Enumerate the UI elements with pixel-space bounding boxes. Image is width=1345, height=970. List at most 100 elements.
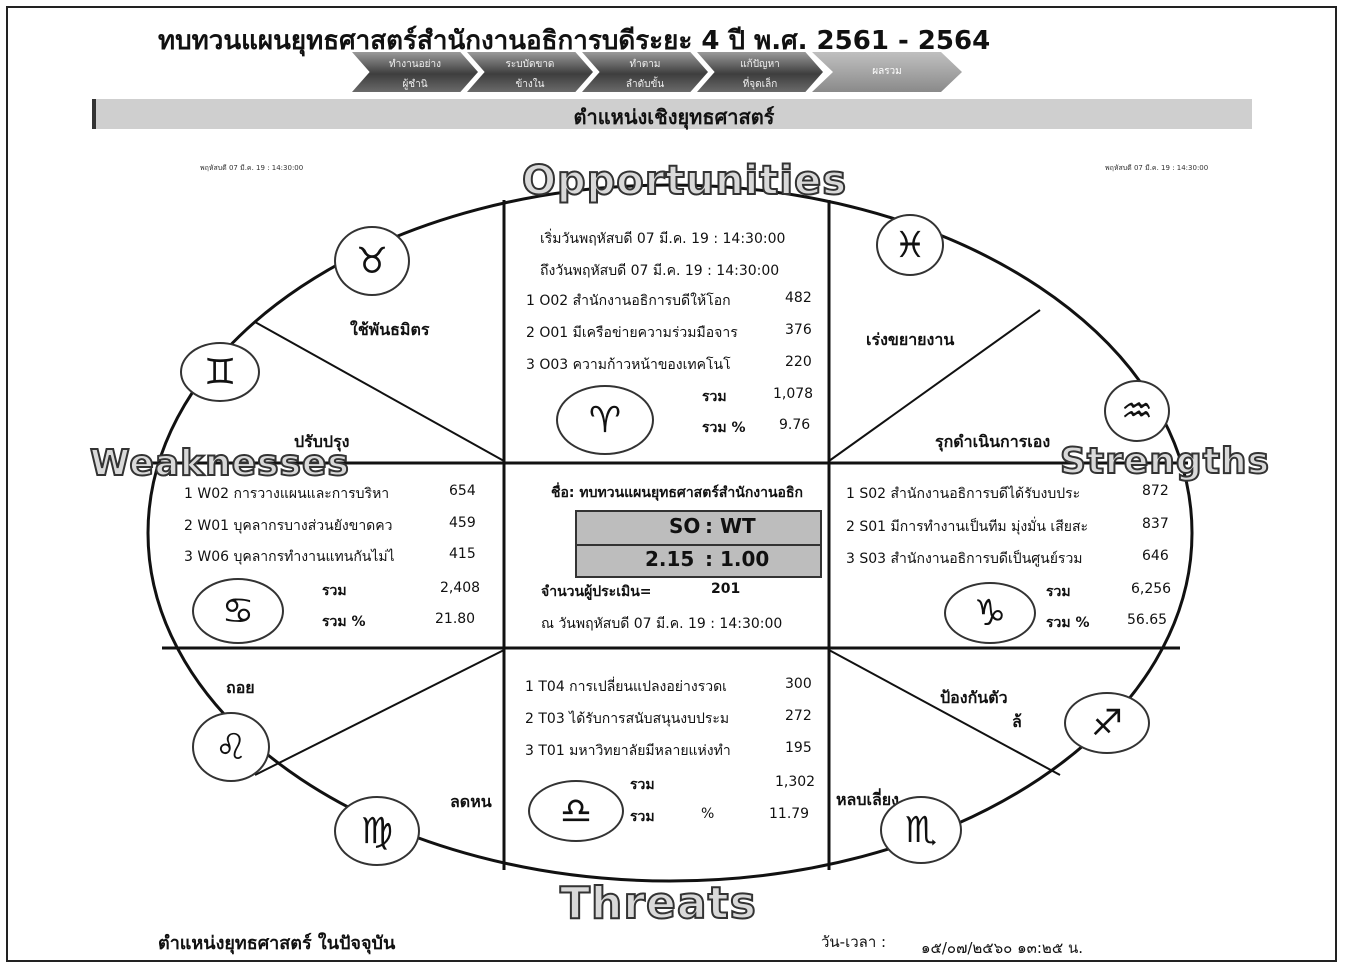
footer-datetime-label: วัน-เวลา :: [821, 933, 887, 951]
threat-item-1-value: 300: [785, 676, 812, 692]
strength-item-1: 1 S02 สำนักงานอธิการบดีได้รับงบประ: [846, 486, 1081, 502]
step-3-line1: ทำตาม: [629, 59, 661, 70]
weaknesses-heading: Weaknesses: [89, 442, 350, 485]
weak-total: 2,408: [440, 580, 481, 596]
weak-item-1: 1 W02 การวางแผนและการบริหา: [184, 486, 390, 502]
virgo-icon: ♍: [334, 796, 420, 866]
section-title: ตำแหน่งเชิงยุทธศาสตร์: [573, 105, 775, 129]
step-2-line2: ข้างใน: [515, 79, 545, 90]
step-4-line1: แก้ปัญหา: [740, 59, 780, 70]
step-3-line2: ลำดับขั้น: [625, 79, 665, 90]
threat-item-3-value: 195: [785, 740, 812, 756]
sagittarius-icon: ♐: [1064, 692, 1150, 754]
diag-bottom-right: [828, 649, 1061, 776]
footer-position-label: ตำแหน่งยุทธศาสตร์ ในปัจจุบัน: [158, 933, 396, 954]
zone-improve: ปรับปรุง: [294, 432, 350, 451]
opp-total: 1,078: [773, 386, 814, 402]
threat-item-2-value: 272: [785, 708, 812, 724]
weak-item-2: 2 W01 บุคลากรบางส่วนยังขาดคว: [184, 518, 393, 534]
strength-item-1-value: 872: [1142, 483, 1169, 499]
zone-defend: ป้องกันตัว: [940, 688, 1008, 707]
threat-item-2: 2 T03 ได้รับการสนับสนุนงบประม: [525, 711, 730, 727]
zone-proactive: รุกดำเนินการเอง: [935, 432, 1051, 451]
assessors-count: 201: [711, 581, 741, 597]
wt-value: : 1.00: [705, 547, 770, 571]
zone-retreat: ถอย: [226, 678, 255, 697]
opp-item-1: 1 O02 สำนักงานอธิการบดีให้โอก: [526, 293, 731, 309]
so-wt-ratio-box: SO : WT 2.15 : 1.00: [575, 510, 822, 578]
plan-name: ชื่อ: ทบทวนแผนยุทธศาสตร์สำนักงานอธิก: [551, 485, 803, 501]
leo-icon: ♌: [192, 712, 270, 782]
weak-item-2-value: 459: [449, 515, 476, 531]
opp-item-1-value: 482: [785, 290, 812, 306]
step-2-line1: ระบบัดขาด: [505, 59, 555, 70]
step-1-line1: ทำงานอย่าง: [389, 59, 441, 70]
opp-item-3: 3 O03 ความก้าวหน้าของเทคโนโ: [526, 357, 731, 373]
opp-total-label: รวม: [702, 389, 727, 405]
footer-datetime-value: ๑๕/๐๗/๒๕๖๐ ๑๓:๒๕ น.: [921, 939, 1083, 957]
zone-reduce: ลดหน: [450, 792, 492, 811]
threat-item-3: 3 T01 มหาวิทยาลัยมีหลายแห่งทำ: [525, 743, 731, 759]
so-value: 2.15: [645, 547, 695, 571]
scorpio-icon: ♏: [880, 796, 962, 864]
diag-bottom-left: [254, 649, 505, 776]
step-5-line1: ผลรวม: [872, 66, 902, 77]
libra-icon: ♎: [528, 780, 624, 842]
so-label: SO: [669, 514, 701, 538]
weak-item-3-value: 415: [449, 546, 476, 562]
zone-avoid: หลบเลี่ยง: [836, 790, 899, 809]
step-1-line2: ผู้ชำนิ: [402, 79, 428, 90]
threat-pct-sign: %: [701, 806, 715, 822]
opp-item-2: 2 O01 มีเครือข่ายความร่วมมือจาร: [526, 325, 738, 341]
pisces-icon: ♓: [876, 214, 944, 276]
taurus-icon: ♉: [334, 226, 410, 296]
page-frame: [6, 6, 1337, 962]
capricorn-icon: ♑: [944, 582, 1036, 644]
date-right: พฤหัสบดี 07 มี.ค. 19 : 14:30:00: [1105, 164, 1209, 172]
wt-label: : WT: [705, 514, 756, 538]
swot-ellipse: [146, 183, 1194, 883]
threats-heading: Threats: [559, 877, 757, 930]
threat-total-label: รวม: [630, 777, 655, 793]
step-5[interactable]: ผลรวม: [812, 52, 962, 92]
weak-item-1-value: 654: [449, 483, 476, 499]
diag-top-right: [828, 309, 1041, 462]
gemini-icon: ♊: [180, 342, 260, 402]
strength-pct-label: รวม %: [1046, 615, 1090, 631]
strength-item-3: 3 S03 สำนักงานอธิการบดีเป็นศูนย์รวม: [846, 551, 1083, 567]
step-4-line2: ที่จุดเล็ก: [742, 79, 778, 90]
diag-top-left: [254, 321, 505, 462]
opportunities-heading: Opportunities: [521, 157, 848, 205]
aquarius-icon: ♒: [1104, 380, 1170, 442]
step-4[interactable]: แก้ปัญหาที่จุดเล็ก: [697, 52, 823, 92]
opp-start: เริ่มวันพฤหัสบดี 07 มี.ค. 19 : 14:30:00: [540, 231, 786, 247]
step-2[interactable]: ระบบัดขาดข้างใน: [467, 52, 593, 92]
opp-pct: 9.76: [779, 417, 811, 433]
opp-end: ถึงวันพฤหัสบดี 07 มี.ค. 19 : 14:30:00: [540, 263, 780, 279]
strength-pct: 56.65: [1127, 612, 1168, 628]
strength-item-2: 2 S01 มีการทำงานเป็นทีม มุ่งมั่น เสียสะ: [846, 519, 1089, 535]
as-of-date: ณ วันพฤหัสบดี 07 มี.ค. 19 : 14:30:00: [541, 616, 783, 632]
weak-pct-label: รวม %: [322, 614, 366, 630]
opp-item-2-value: 376: [785, 322, 812, 338]
strengths-heading: Strengths: [1059, 440, 1270, 483]
zone-defend-cont: ล้: [1012, 712, 1022, 731]
assessors-label: จำนวนผู้ประเมิน=: [541, 584, 652, 600]
page-title: ทบทวนแผนยุทธศาสตร์สำนักงานอธิการบดีระยะ …: [158, 26, 991, 56]
weak-pct: 21.80: [435, 611, 476, 627]
threat-item-1: 1 T04 การเปลี่ยนแปลงอย่างรวดเ: [525, 679, 727, 695]
weak-total-label: รวม: [322, 583, 347, 599]
zone-alliance: ใช้พันธมิตร: [350, 320, 430, 339]
threat-total: 1,302: [775, 774, 816, 790]
threat-pct-label: รวม: [630, 809, 655, 825]
strength-item-3-value: 646: [1142, 548, 1169, 564]
aries-icon: ♈: [556, 385, 654, 455]
opp-item-3-value: 220: [785, 354, 812, 370]
step-1[interactable]: ทำงานอย่างผู้ชำนิ: [352, 52, 478, 92]
cancer-icon: ♋: [192, 578, 284, 644]
strength-item-2-value: 837: [1142, 516, 1169, 532]
ratio-header-row: [577, 512, 820, 546]
step-3[interactable]: ทำตามลำดับขั้น: [582, 52, 708, 92]
strength-total: 6,256: [1131, 581, 1172, 597]
